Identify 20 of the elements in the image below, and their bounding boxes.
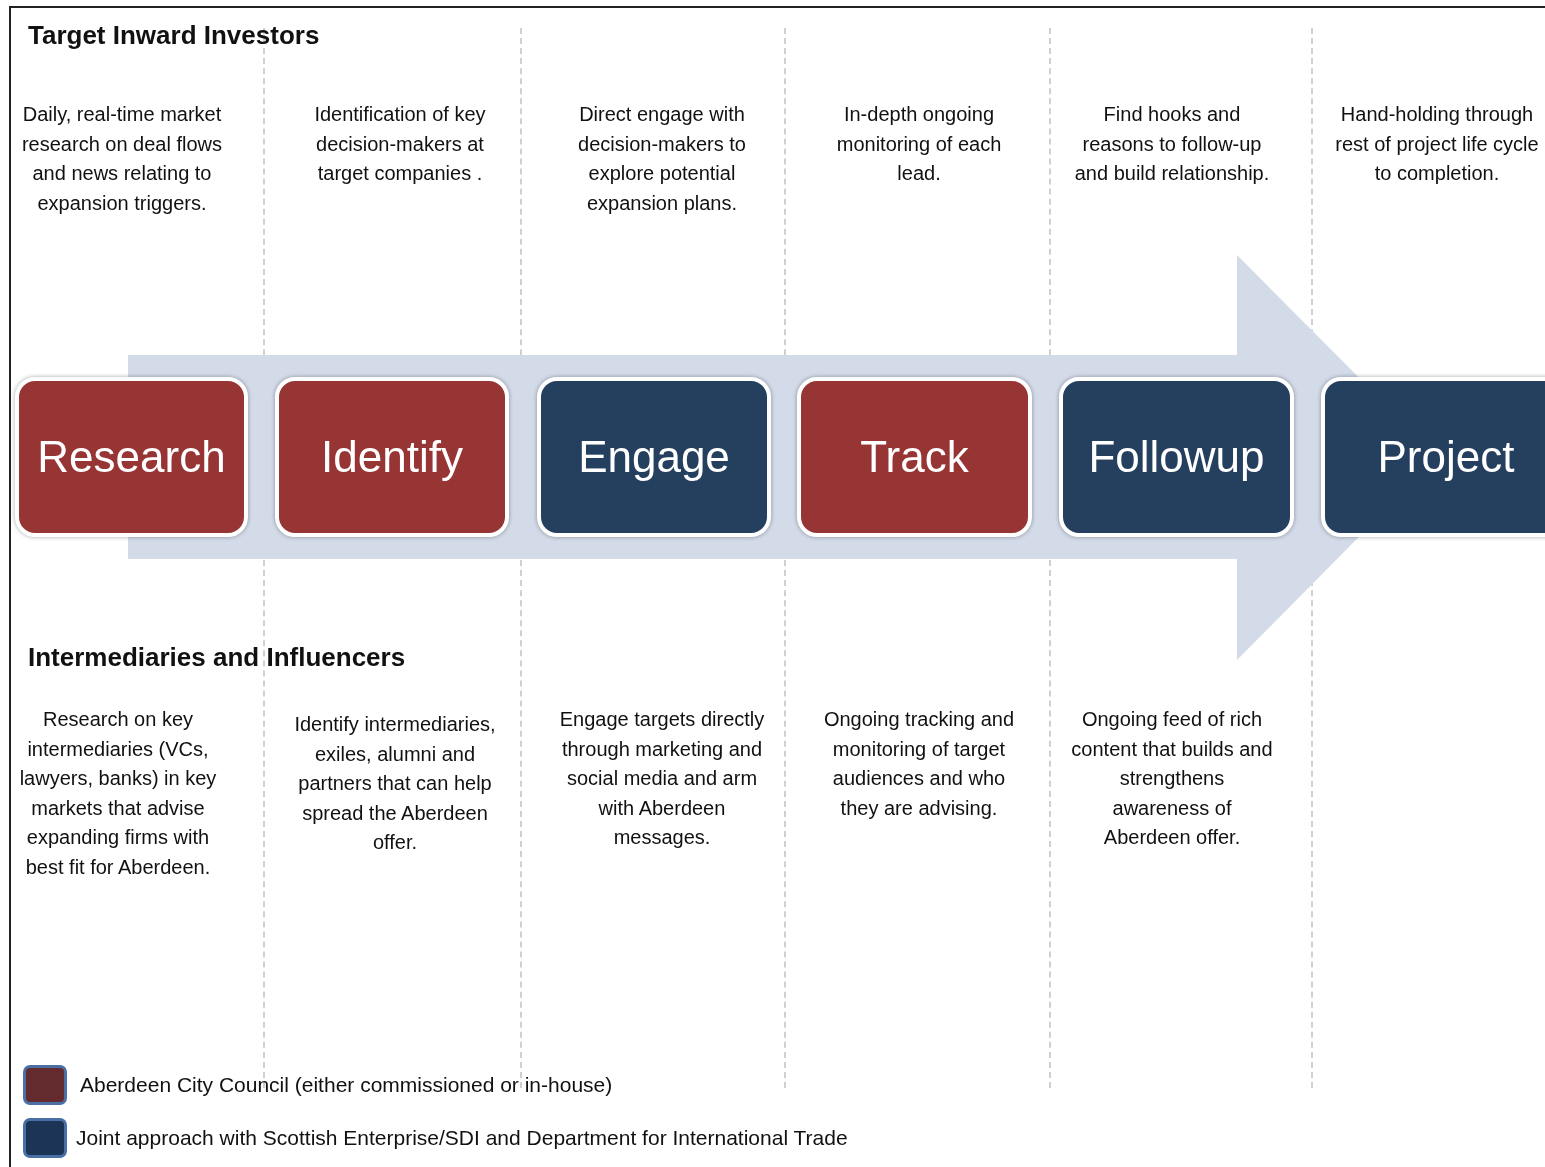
description-text: Research on key intermediaries (VCs, lawyers, banks) in key markets that advise expanding firms with best fit for Aberdeen. <box>18 707 218 880</box>
process-box: Project <box>1321 377 1545 537</box>
legend-text: Joint approach with Scottish Enterprise/SDI and Department for International Trade <box>76 1126 848 1150</box>
description-text: Identify intermediaries, exiles, alumni and partners that can help spread the Aberdeen offer. <box>293 712 497 855</box>
description-text: Ongoing tracking and monitoring of target audiences and who they are advising. <box>822 707 1016 821</box>
process-box: Engage <box>537 377 771 537</box>
process-box: Followup <box>1059 377 1294 537</box>
description-text: Identification of key decision-makers at target companies . <box>313 102 487 186</box>
description-text: Daily, real-time market research on deal flows and news relating to expansion triggers. <box>20 102 224 216</box>
description-text: Direct engage with decision-makers to explore potential expansion plans. <box>577 102 747 216</box>
description-text: Find hooks and reasons to follow-up and build relationship. <box>1073 102 1271 186</box>
description-text: In-depth ongoing monitoring of each lead. <box>835 102 1003 186</box>
section-heading: Target Inward Investors <box>28 20 320 51</box>
process-box: Identify <box>275 377 509 537</box>
process-box: Track <box>797 377 1032 537</box>
legend-text: Aberdeen City Council (either commissioned or in-house) <box>80 1073 613 1097</box>
description-text: Hand-holding through rest of project life cycle to completion. <box>1334 102 1540 186</box>
description-text: Engage targets directly through marketing and social media and arm with Aberdeen messages. <box>559 707 765 850</box>
description-text: Ongoing feed of rich content that builds and strengthens awareness of Aberdeen offer. <box>1070 707 1274 850</box>
section-heading: Intermediaries and Influencers <box>28 642 406 673</box>
